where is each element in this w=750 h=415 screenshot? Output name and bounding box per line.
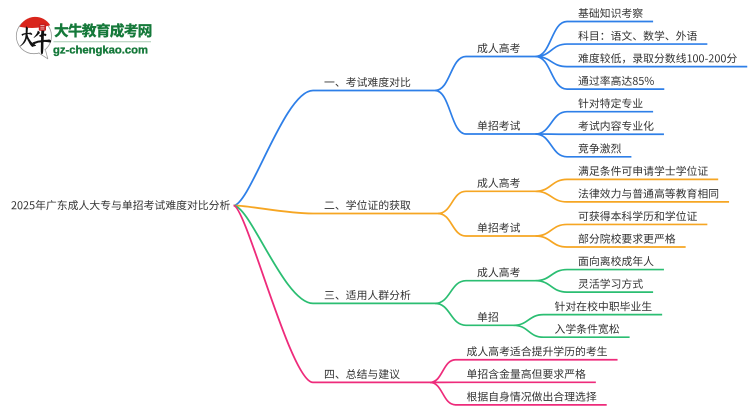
svg-text:gz-chengkao.com: gz-chengkao.com — [53, 44, 148, 56]
